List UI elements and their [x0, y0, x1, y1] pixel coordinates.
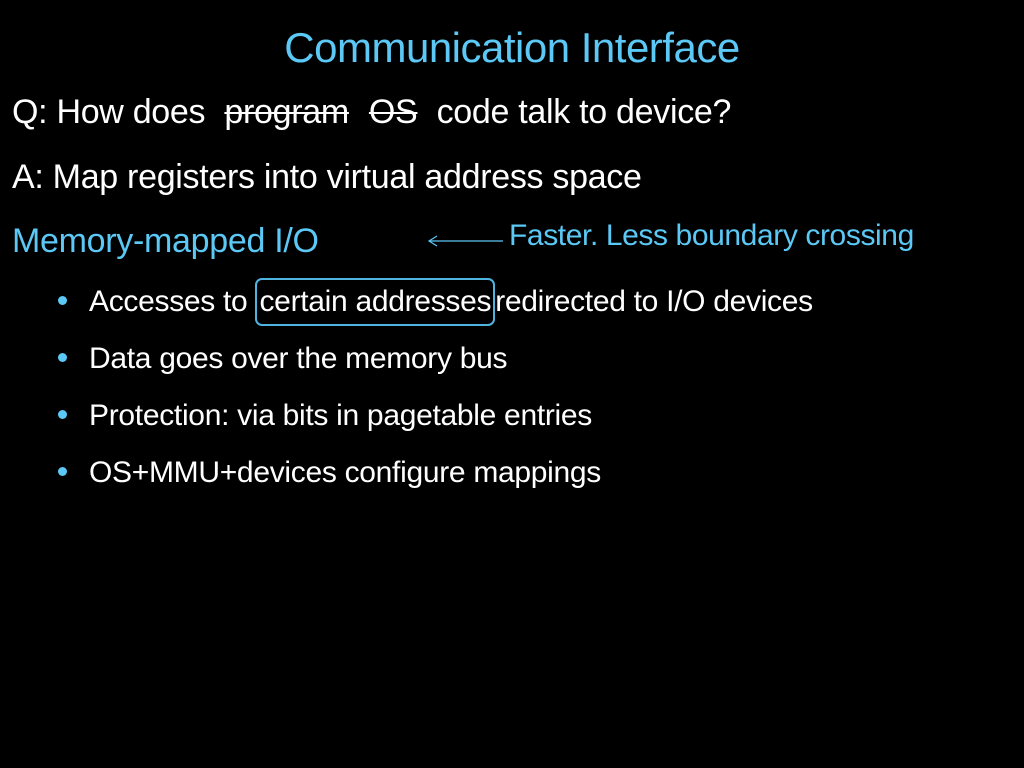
annotation-text: Faster. Less boundary crossing [509, 219, 914, 252]
question-line: Q: How does program OS code talk to devic… [12, 92, 731, 132]
question-prefix: Q: How does [12, 93, 206, 131]
struck-word-program: program [224, 93, 349, 131]
question-suffix: code talk to device? [436, 93, 732, 131]
bullet-item: Data goes over the memory bus [58, 339, 813, 396]
bullet-text: Protection: via bits in pagetable entrie… [89, 399, 593, 432]
bullet-dot-icon [58, 466, 67, 476]
answer-line: A: Map registers into virtual address sp… [12, 158, 642, 196]
slide-title: Communication Interface [284, 24, 740, 71]
section-heading: Memory-mapped I/O [12, 222, 319, 260]
highlight-box: certain addresses [255, 278, 496, 326]
bullet-dot-icon [58, 409, 67, 419]
bullet-text-after: redirected to I/O devices [495, 285, 813, 318]
bullet-dot-icon [58, 295, 67, 305]
bullet-text: Data goes over the memory bus [89, 342, 508, 375]
bullet-item: Protection: via bits in pagetable entrie… [58, 396, 813, 453]
bullet-text: OS+MMU+devices configure mappings [89, 456, 602, 489]
struck-word-os: OS [368, 93, 418, 131]
bullet-item: OS+MMU+devices configure mappings [58, 453, 813, 510]
left-arrow-icon [427, 235, 503, 247]
bullet-dot-icon [58, 352, 67, 362]
bullet-text-before: Accesses to [89, 285, 248, 318]
